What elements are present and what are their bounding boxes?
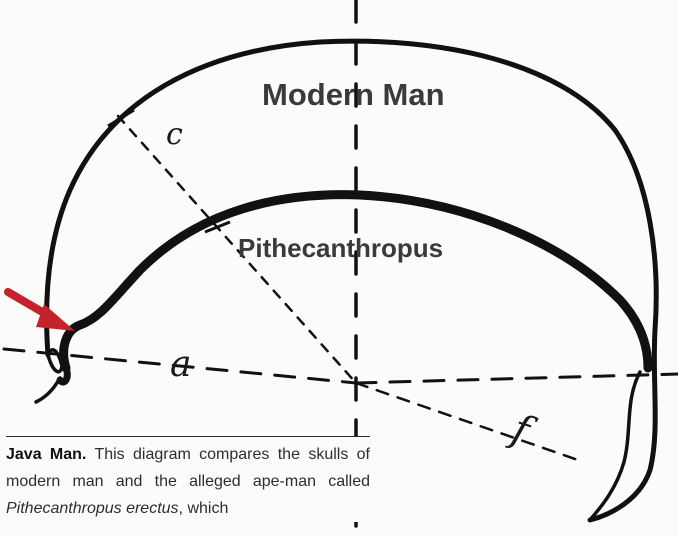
horizontal-axis-line-a bbox=[2, 347, 358, 385]
pithecanthropus-label: Pithecanthropus bbox=[238, 233, 443, 263]
horizontal-axis-line-right bbox=[354, 372, 678, 385]
red-arrow-icon bbox=[4, 288, 75, 331]
mark-f-label: f bbox=[504, 405, 541, 456]
caption-text-1: This diagram compares the skulls of mode… bbox=[6, 446, 371, 490]
tick-mark-pithecanthropus bbox=[204, 220, 231, 234]
mark-c-label: c bbox=[166, 117, 183, 152]
modern-man-skull-outline bbox=[44, 38, 659, 523]
modern-man-skull-brow bbox=[34, 348, 64, 404]
modern-man-skull-back bbox=[588, 370, 642, 522]
caption-lead: Java Man. bbox=[6, 446, 87, 463]
pithecanthropus-skull-outline bbox=[59, 190, 653, 373]
caption-species: Pithecanthropus erectus bbox=[6, 500, 179, 517]
pithecanthropus-brow bbox=[56, 364, 71, 386]
figure-caption: Java Man. This diagram compares the skul… bbox=[6, 436, 370, 522]
mark-a-label: a bbox=[170, 344, 191, 385]
diagonal-line-c bbox=[116, 114, 358, 385]
caption-text-2: , which bbox=[178, 500, 229, 517]
tick-mark-c bbox=[107, 108, 135, 128]
diagonal-line-f bbox=[354, 381, 580, 462]
modern-man-label: Modern Man bbox=[262, 77, 445, 112]
